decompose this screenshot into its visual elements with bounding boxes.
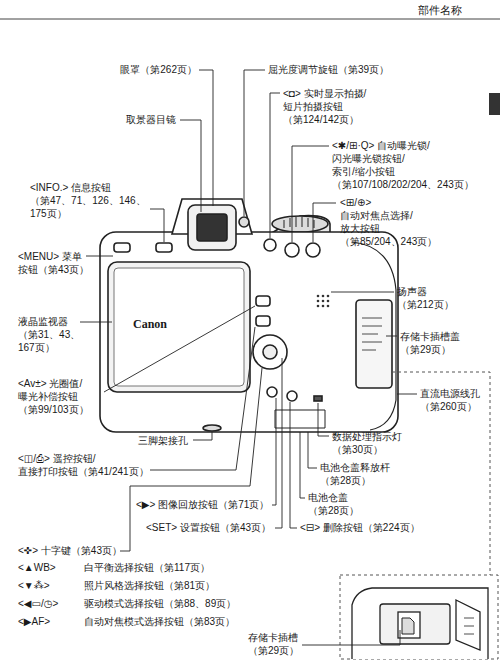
part-label: 眼罩（第262页） bbox=[120, 63, 197, 76]
part-label: 取景器目镜 bbox=[126, 113, 176, 126]
part-label: <INFO.> 信息按钮 （第47、71、126、146、 175页） bbox=[30, 181, 146, 220]
inset-frame bbox=[340, 372, 498, 659]
card-slot-inset bbox=[352, 588, 488, 659]
part-label: <◫/⎙> 遥控按钮/ 直接打印按钮（第41/241页） bbox=[18, 452, 149, 478]
part-label: 照片风格选择按钮（第81页） bbox=[84, 579, 215, 592]
part-label: <◀▭/◷> bbox=[18, 597, 58, 610]
part-label: <✜> 十字键（第43页） bbox=[18, 544, 122, 557]
part-label: <⊟> 删除按钮（第224页） bbox=[300, 521, 420, 534]
part-label: 存储卡插槽 （第29页） bbox=[248, 631, 299, 657]
part-label: 电池仓盖 （第28页） bbox=[308, 491, 359, 517]
part-label: <▶> 图像回放按钮（第71页） bbox=[136, 498, 269, 511]
part-label: 直流电源线孔 （第260页） bbox=[420, 387, 480, 413]
part-label: 三脚架接孔 bbox=[138, 434, 188, 447]
part-label: <▶AF> bbox=[18, 615, 50, 628]
part-label: <MENU> 菜单 按钮（第43页） bbox=[18, 250, 89, 276]
part-label: <▼⁂> bbox=[18, 579, 50, 592]
page-header-title: 部件名称 bbox=[418, 3, 462, 17]
part-label: 液晶监视器 （第31、43、 167页） bbox=[18, 315, 80, 354]
part-label: 自动对焦模式选择按钮（第83页） bbox=[84, 615, 235, 628]
part-label: <Av±> 光圈值/ 曝光补偿按钮 （第99/103页） bbox=[18, 377, 89, 416]
part-label: 数据处理指示灯 （第30页） bbox=[332, 430, 402, 456]
part-label: <⊞/⊕> 自动对焦点选择/ 放大按钮 （第85/204、243页） bbox=[340, 196, 437, 248]
part-label: <✱/⊞·Q> 自动曝光锁/ 闪光曝光锁按钮/ 索引/缩小按钮 （第107/10… bbox=[332, 139, 474, 191]
part-label: <SET> 设置按钮（第43页） bbox=[146, 521, 271, 534]
part-label: 存储卡插槽盖 （第29页） bbox=[400, 330, 460, 356]
part-label: 扬声器 （第212页） bbox=[397, 285, 454, 311]
part-label: <◘> 实时显示拍摄/ 短片拍摄按钮 （第124/142页） bbox=[283, 87, 366, 126]
brand-logo: Canon bbox=[133, 317, 167, 332]
part-label: 白平衡选择按钮（第117页） bbox=[84, 561, 210, 574]
part-label: <▲WB> bbox=[18, 561, 56, 574]
part-label: 屈光度调节旋钮（第39页） bbox=[268, 63, 389, 76]
page-header bbox=[0, 19, 500, 115]
part-label: 驱动模式选择按钮（第88、89页） bbox=[84, 597, 236, 610]
part-label: 电池仓盖释放杆 （第28页） bbox=[320, 461, 390, 487]
